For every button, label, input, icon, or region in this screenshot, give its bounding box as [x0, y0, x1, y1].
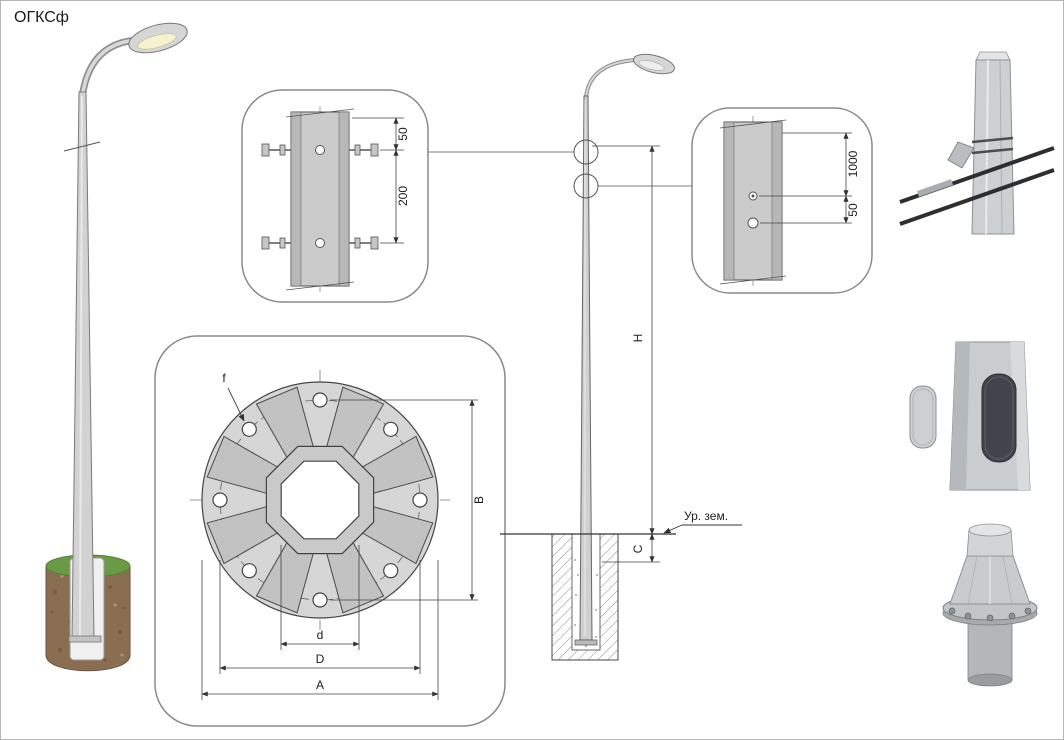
dim-H-label: H — [631, 334, 645, 343]
clamp-band — [971, 136, 1014, 144]
grout-dots — [574, 559, 598, 647]
dim-C-label: C — [631, 544, 645, 553]
pole-shaft-left — [63, 22, 188, 643]
dim-C-lines — [602, 533, 660, 563]
render-access-door — [909, 341, 1031, 491]
dim-D-lines — [219, 560, 421, 674]
wiring-hole — [747, 217, 759, 229]
lamp-head-elevation — [633, 53, 675, 75]
bolt-hole — [315, 238, 325, 248]
dim-A-label: A — [316, 678, 324, 692]
drawing-title: ОГКСф — [14, 9, 69, 26]
tube-top — [968, 523, 1012, 537]
dim-B-lines — [330, 399, 478, 601]
door-cover — [909, 385, 937, 449]
detail-box-right: 1000 50 — [691, 107, 873, 294]
break-mark — [719, 119, 787, 129]
dim-f-label: f — [222, 371, 226, 385]
flange-plan-box: f B d D A — [154, 335, 506, 727]
door-opening — [981, 373, 1017, 463]
ground-level-label: Ур. зем. — [684, 509, 728, 523]
render-cable-clamp — [899, 51, 1055, 235]
pole-render-left — [45, 22, 188, 672]
dead-end-grip — [917, 179, 953, 197]
pole-elevation: Ур. зем. H C — [428, 53, 742, 661]
dim-B-label: B — [472, 496, 486, 504]
pole-base-flange — [68, 635, 102, 643]
lamp-head — [128, 22, 188, 54]
dim-D-label: D — [316, 652, 325, 666]
pole-tube-octagon-inner — [280, 460, 360, 540]
dim-d-label: d — [317, 628, 324, 642]
dim-1000-label: 1000 — [846, 150, 860, 177]
break-mark — [285, 281, 355, 291]
f-leader — [227, 387, 245, 422]
suspension-bracket — [947, 141, 975, 169]
bolt-hole — [315, 145, 325, 155]
break-mark — [63, 141, 101, 152]
break-mark — [285, 108, 355, 118]
dim-H-lines — [592, 145, 660, 535]
dim-A-lines — [201, 560, 439, 700]
pole-base-plate-section — [574, 639, 598, 646]
dim-200-label: 200 — [396, 186, 410, 206]
dim-50b-label: 50 — [846, 203, 860, 217]
dimension-lines — [759, 132, 852, 224]
ground-arrow — [663, 524, 683, 534]
render-flange-base — [942, 523, 1038, 687]
dimension-lines — [352, 117, 404, 244]
clamp-band — [971, 147, 1014, 155]
cable — [899, 168, 1055, 226]
dim-d-lines — [280, 545, 360, 650]
dim-50-label: 50 — [396, 127, 410, 141]
detail-box-top: 50 200 — [241, 89, 429, 303]
break-mark — [719, 275, 787, 285]
